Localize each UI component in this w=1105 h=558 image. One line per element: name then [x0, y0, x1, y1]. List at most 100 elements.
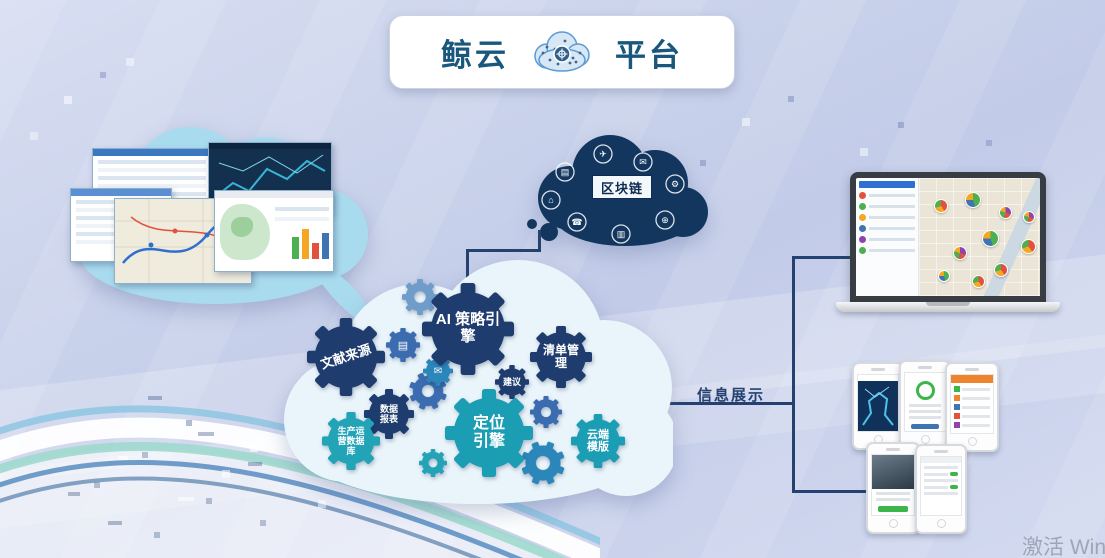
mock-titlebar: [951, 375, 993, 383]
mock-button: [878, 506, 908, 512]
home-icon: ⌂: [548, 195, 553, 205]
gear-suggestion-label: 建议: [502, 376, 521, 387]
plane-icon: ✈: [599, 149, 607, 159]
pixel-dash: [248, 462, 262, 466]
mock-titlebar: [71, 189, 171, 196]
pie-marker: [938, 270, 951, 283]
laptop-map: [919, 178, 1040, 296]
phone-home-button: [888, 519, 898, 528]
gear-icon: ⚙: [671, 179, 679, 189]
mock-bar: [322, 233, 329, 259]
laptop-preview: [836, 172, 1060, 312]
mock-bar: [302, 229, 309, 259]
pixel-dash: [68, 492, 80, 496]
mail-icon: ✉: [433, 365, 443, 377]
phone-screen: [871, 454, 915, 516]
pixel-dash: [108, 521, 122, 525]
monitor-icon: ▤: [561, 167, 570, 177]
pie-marker: [1023, 211, 1036, 224]
laptop-screen: [850, 172, 1046, 302]
mock-row: [859, 247, 915, 254]
gear-list-management-label: 清单管理: [542, 342, 579, 370]
database-icon: ▥: [617, 229, 626, 239]
gear-data-report: 数据报表: [364, 389, 414, 439]
connector-line: [792, 256, 862, 259]
phone-speaker: [965, 368, 979, 371]
mock-row: [954, 422, 990, 428]
mock-titlebar: [859, 181, 915, 188]
phone-home-button: [936, 519, 946, 528]
map-lines: [209, 143, 331, 198]
gear-data-report-label: 数据报表: [379, 403, 398, 424]
pie-marker: [1020, 239, 1036, 255]
gear-ai-engine: AI 策略引擎: [422, 283, 514, 375]
phone-tracking-app: [899, 360, 951, 450]
mock-line: [98, 176, 206, 180]
mock-button: [911, 424, 939, 429]
pie-marker: [972, 274, 986, 288]
status-ring: [915, 381, 935, 400]
gear-decorative: [530, 396, 562, 428]
mock-row: [954, 404, 990, 410]
phone-screen: [950, 374, 994, 434]
phone-speaker: [934, 450, 948, 453]
screenshot-report-charts: [214, 190, 334, 272]
phone-photo-app: [866, 442, 920, 534]
gear-ai-engine-label: AI 策略引擎: [435, 311, 501, 345]
gear-suggestion: 建议: [495, 365, 529, 399]
mock-map-region: [231, 217, 253, 237]
mock-row: [924, 485, 958, 489]
pie-marker: [981, 229, 999, 247]
phone-screen: [857, 374, 899, 432]
phone-map-app: [852, 362, 904, 450]
gear-mail-icon: ✉: [423, 356, 453, 386]
connector-line: [466, 249, 469, 303]
mail-icon: ✉: [639, 157, 647, 167]
mock-line: [876, 492, 910, 495]
mock-row: [924, 466, 958, 469]
connector-line: [652, 402, 795, 405]
pixel-dash: [148, 396, 162, 400]
mock-row: [954, 413, 990, 419]
pixel-dash: [198, 432, 214, 436]
mock-row: [859, 214, 915, 221]
pixel-confetti: [0, 0, 6, 6]
pie-marker: [964, 192, 981, 209]
blockchain-label: 区块链: [592, 175, 652, 199]
phone-checklist-app: [945, 362, 999, 452]
mock-photo: [872, 455, 914, 489]
mock-row: [859, 225, 915, 232]
connector-line: [538, 230, 541, 251]
mock-row: [954, 395, 990, 401]
laptop-app: [856, 178, 1040, 296]
phone-speaker: [886, 448, 900, 451]
gear-production-db: 生产运营数据库: [322, 412, 380, 470]
connector-line: [792, 256, 795, 493]
pie-marker: [952, 246, 967, 261]
mock-titlebar: [858, 375, 898, 381]
pie-marker: [933, 199, 948, 214]
pie-marker: [994, 262, 1009, 277]
mock-line: [909, 404, 941, 407]
title-right: 平台: [615, 37, 683, 73]
platform-title: 鲸云 平台: [389, 15, 735, 89]
pixel-dash: [118, 456, 128, 460]
map-lines: [862, 386, 894, 426]
mock-titlebar: [93, 149, 211, 156]
connector-label: 信息展示: [697, 387, 766, 404]
gear-positioning-engine: 定位引擎: [445, 389, 533, 477]
mock-titlebar: [215, 191, 333, 198]
phone-speaker: [871, 368, 885, 371]
phone-icon: ☎: [571, 217, 582, 227]
cloud-logo-icon: [534, 31, 590, 72]
mock-row: [924, 472, 958, 476]
phone-home-button: [967, 437, 977, 446]
mock-line: [876, 498, 910, 501]
gear-production-db-label: 生产运营数据库: [337, 425, 365, 457]
mock-line: [98, 160, 206, 164]
activate-watermark: 激活 Win: [1022, 536, 1105, 558]
title-left: 鲸云: [441, 37, 509, 73]
laptop-sidebar: [856, 178, 919, 296]
mock-titlebar: [921, 457, 961, 463]
mock-line: [98, 168, 206, 172]
